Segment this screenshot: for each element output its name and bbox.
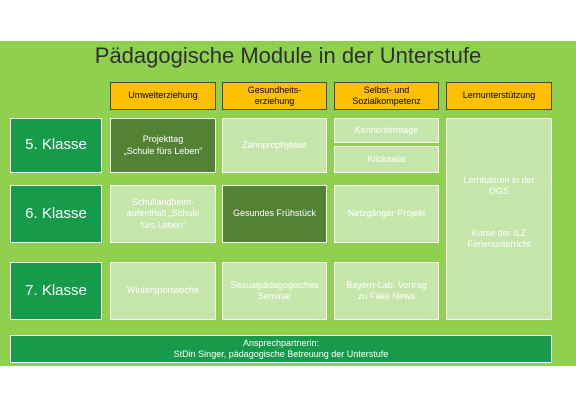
lernunterstuetzung-item-1: Lerntutoren in der OGS: [463, 175, 535, 197]
cell-7-sexualpaedagogik: Sexualpädagogisches Seminar: [222, 262, 327, 320]
cell-6-schullandheim: Schullandheim- aufenthalt „Schule fürs L…: [110, 185, 216, 243]
lernunterstuetzung-item-2: Kurse der ILZ Ferienunterricht: [467, 227, 531, 249]
contact-name: StDin Singer, pädagogische Betreuung der…: [173, 349, 389, 359]
header-lernunterstuetzung: Lernunterstützung: [446, 82, 552, 110]
cell-6-gesundes-fruehstueck: Gesundes Frühstück: [222, 185, 327, 243]
cell-5-kennenlerntage: Kennenlerntage: [334, 118, 439, 143]
contact-label: Ansprechpartnerin:: [242, 337, 320, 348]
cell-6-netzgaenger: Netzgänger-Projekt: [334, 185, 439, 243]
cell-7-wintersportwoche: Wintersportwoche: [110, 262, 216, 320]
cell-5-projekttag: Projekttag „Schule fürs Leben“: [110, 118, 216, 173]
header-umwelterziehung: Umwelterziehung: [110, 82, 216, 110]
cell-lernunterstuetzung: Lerntutoren in der OGS Kurse der ILZ Fer…: [446, 118, 552, 320]
header-gesundheitserziehung: Gesundheits- erziehung: [222, 82, 327, 110]
contact-bar: Ansprechpartnerin: StDin Singer, pädagog…: [10, 335, 552, 363]
cell-5-klicksalat: Klicksalat: [334, 146, 439, 173]
class-label-6: 6. Klasse: [10, 185, 102, 243]
slide-title: Pädagogische Module in der Unterstufe: [94, 43, 482, 68]
cell-7-bayern-lab: Bayern-Lab: Vortrag zu Fake News: [334, 262, 439, 320]
class-label-7: 7. Klasse: [10, 262, 102, 320]
header-sozialkompetenz: Selbst- und Sozialkompetenz: [334, 82, 439, 110]
class-label-5: 5. Klasse: [10, 118, 102, 173]
cell-5-zahnprophylaxe: Zahnprophylaxe: [222, 118, 327, 173]
